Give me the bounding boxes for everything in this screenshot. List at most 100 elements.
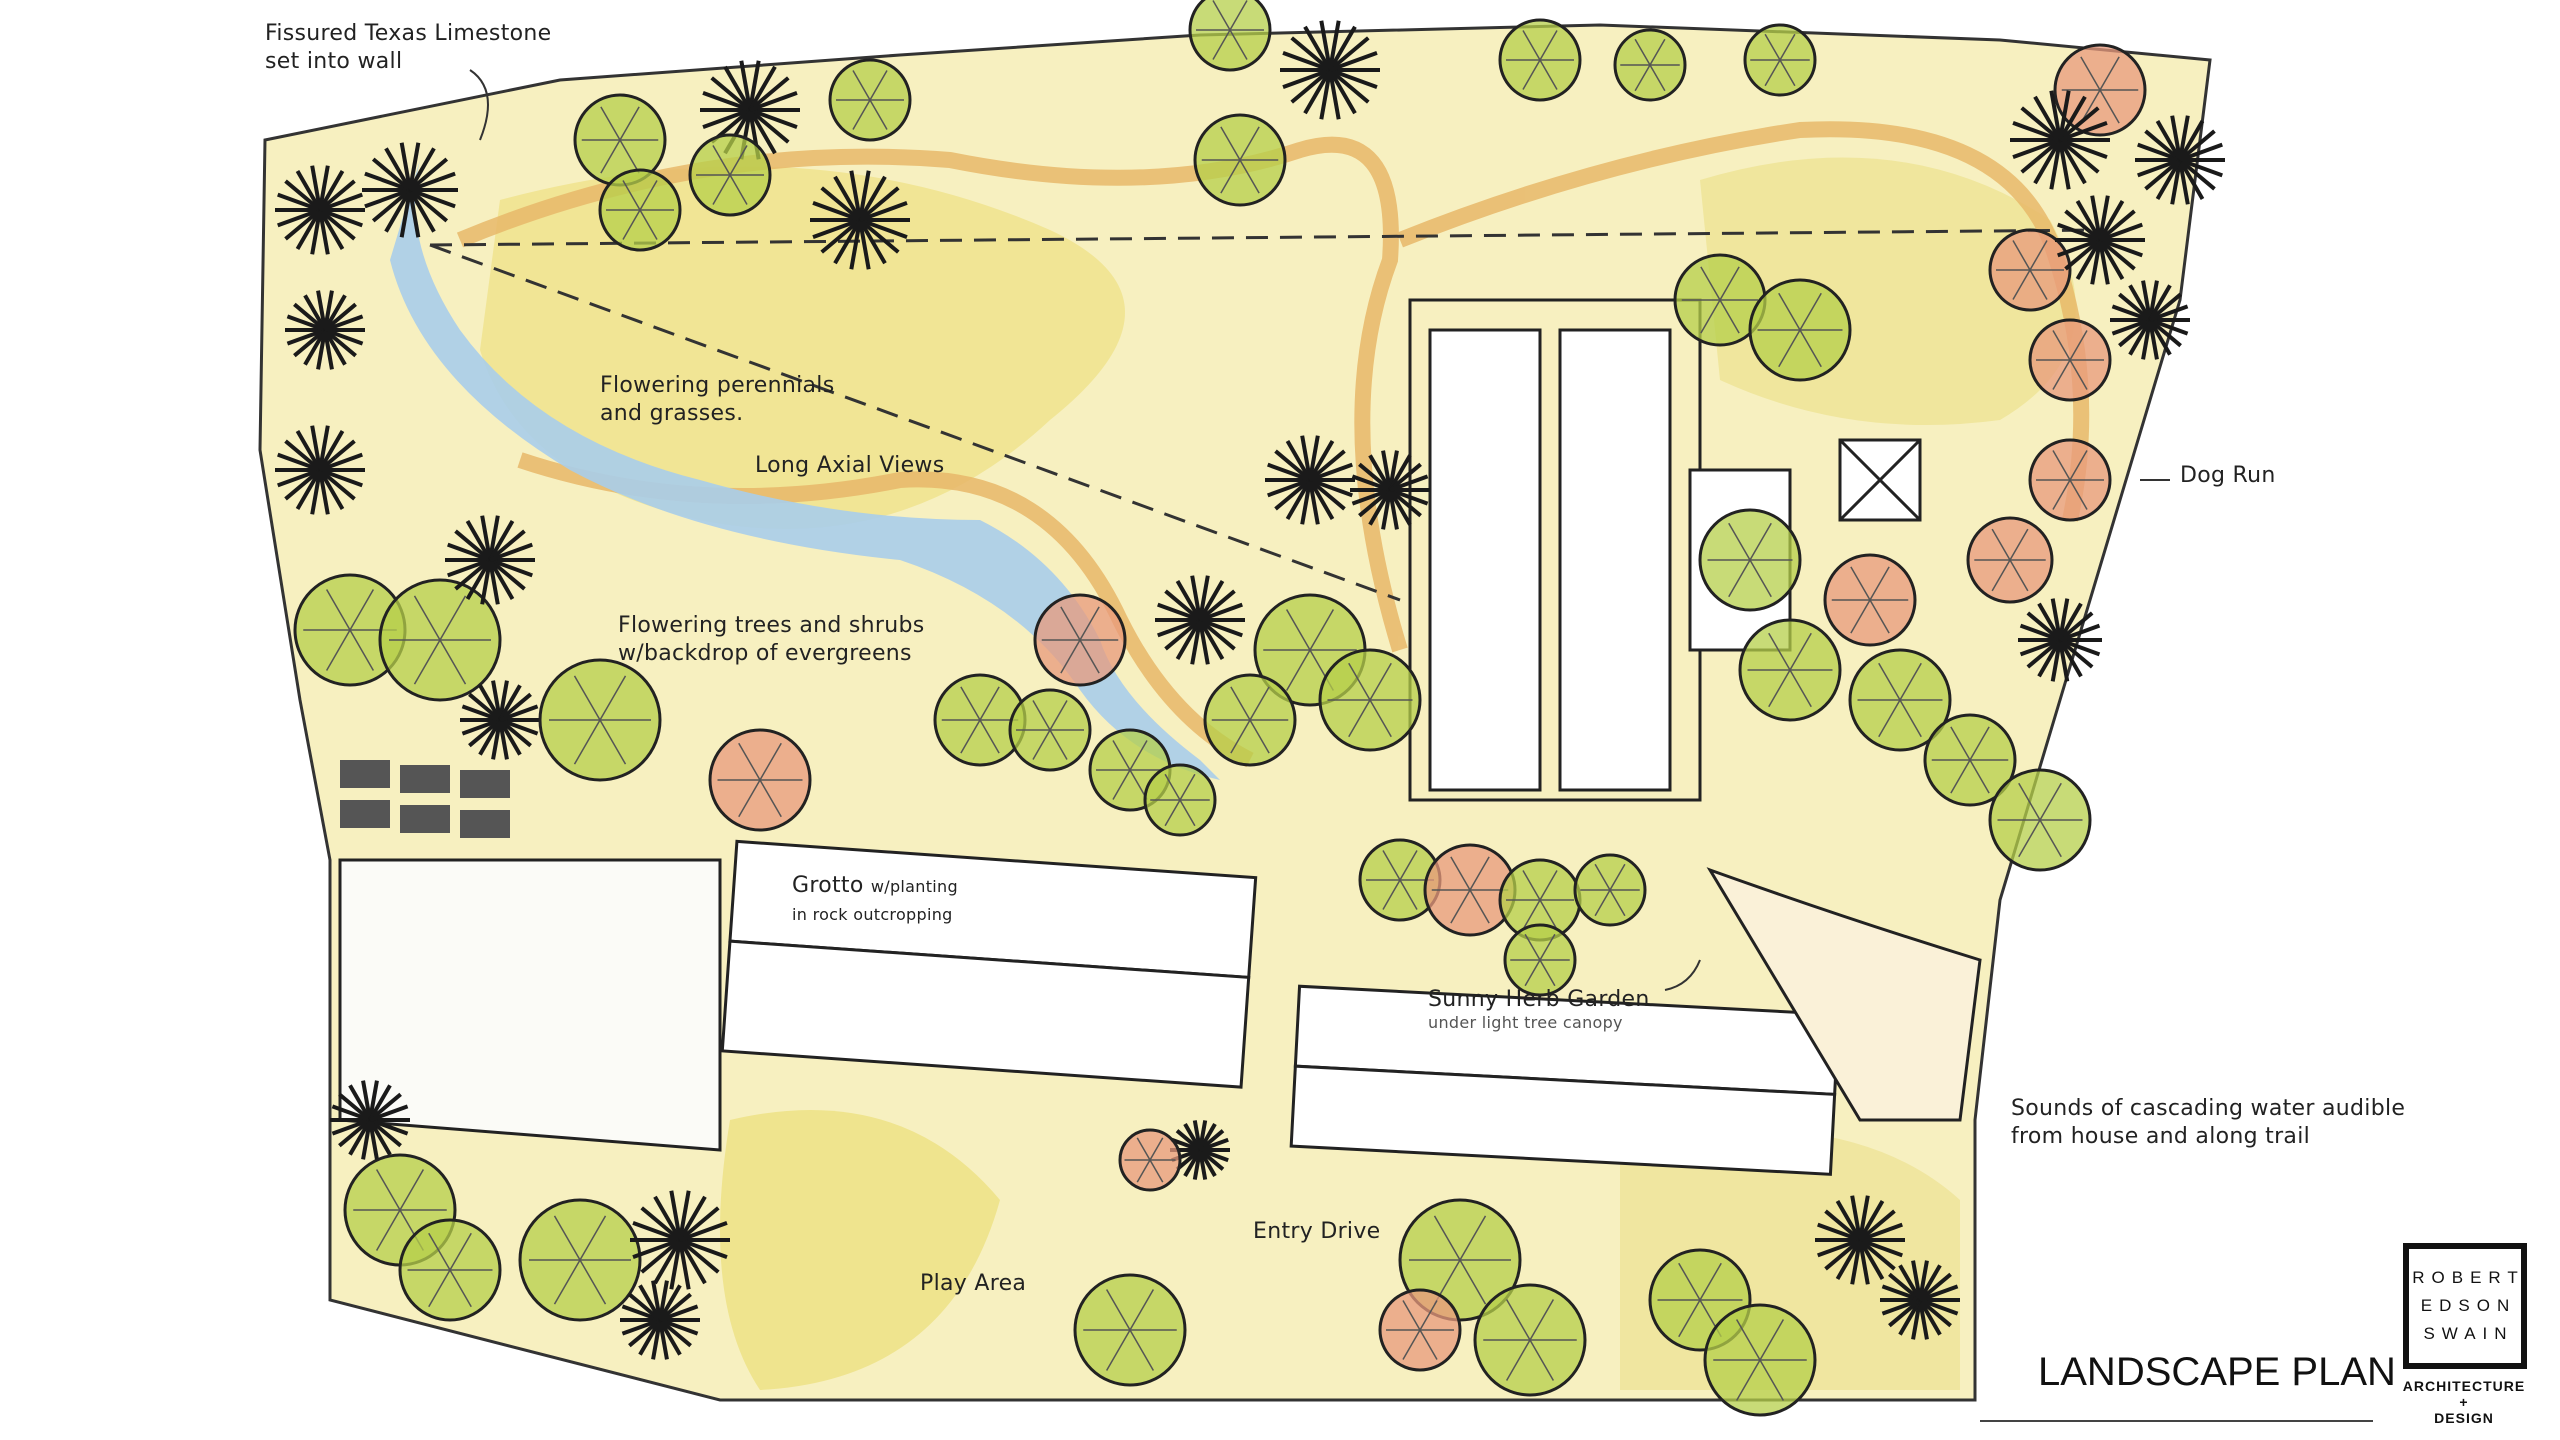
evergreen-tree-icon [2110,280,2190,360]
deciduous-tree-icon [1703,1303,1817,1417]
annotation-perennials: Flowering perennials and grasses. [600,372,834,428]
annotation-line: w/planting [870,877,958,896]
flowering-tree-icon [2028,318,2112,402]
flowering-tree-icon [1378,1288,1462,1372]
title-underline [1980,1420,2373,1422]
drawing-title: LANDSCAPE PLAN [2038,1350,2396,1394]
flowering-tree-icon [1823,553,1917,647]
trees [275,0,2225,1417]
evergreen-tree-icon [1155,575,1245,665]
evergreen-tree-icon [1815,1195,1905,1285]
annotation-line: Sounds of cascading water audible [2011,1096,2406,1121]
annotation-line: Grotto [792,873,864,898]
deciduous-tree-icon [1848,648,1952,752]
deciduous-tree-icon [1188,0,1272,72]
deciduous-tree-icon [688,133,772,217]
deciduous-tree-icon [1358,838,1442,922]
deciduous-tree-icon [598,168,682,252]
deciduous-tree-icon [1743,23,1817,97]
deciduous-tree-icon [573,93,667,187]
evergreen-tree-icon [1880,1260,1960,1340]
deciduous-tree-icon [1143,763,1217,837]
evergreen-tree-icon [460,680,540,760]
deciduous-tree-icon [1923,713,2017,807]
deciduous-tree-icon [1503,923,1577,997]
deciduous-tree-icon [1988,768,2092,872]
deciduous-tree-icon [1573,853,1647,927]
axial-view-line [429,228,2101,602]
annotation-limestone: Fissured Texas Limestone set into wall [265,20,551,76]
annotation-line: Fissured Texas Limestone [265,21,552,46]
logo-line: ROBERT [2412,1268,2525,1287]
logo-line: SWAIN [2423,1324,2514,1343]
evergreen-tree-icon [2018,598,2102,682]
flowering-tree-icon [1033,593,1127,687]
deciduous-tree-icon [1008,688,1092,772]
deciduous-tree-icon [293,573,407,687]
annotation-line: Sunny Herb Garden [1428,987,1650,1012]
logo-line: EDSON [2420,1296,2517,1315]
annotation-dog-run: Dog Run [2180,463,2276,488]
flowering-tree-icon [1423,843,1517,937]
annotation-entry-drive: Entry Drive [1253,1219,1381,1244]
evergreen-tree-icon [2055,195,2145,285]
annotation-line: from house and along trail [2011,1124,2311,1149]
evergreen-tree-icon [2010,90,2110,190]
leader-lines [469,69,2170,991]
annotation-grotto: Grotto w/planting in rock outcropping [792,872,958,929]
evergreen-tree-icon [700,60,800,160]
annotation-line: Flowering perennials [600,373,835,398]
annotation-axial-views: Long Axial Views [755,453,945,478]
deciduous-tree-icon [1203,673,1297,767]
flowering-tree-icon [2028,438,2112,522]
evergreen-tree-icon [445,515,535,605]
evergreen-tree-icon [2135,115,2225,205]
deciduous-tree-icon [828,58,912,142]
evergreen-tree-icon [285,290,365,370]
deciduous-tree-icon [378,578,502,702]
evergreen-tree-icon [810,170,910,270]
deciduous-tree-icon [1073,1273,1187,1387]
deciduous-tree-icon [1318,648,1422,752]
deciduous-tree-icon [1698,508,1802,612]
flowering-tree-icon [708,728,812,832]
logo-sub-line: DESIGN [2434,1410,2494,1426]
logo-sub-line: + [2459,1394,2469,1410]
flowering-tree-icon [1118,1128,1182,1192]
flowering-tree-icon [1988,228,2072,312]
evergreen-tree-icon [275,425,365,515]
flowering-tree-icon [1966,516,2054,604]
paving-grid [340,760,510,838]
deciduous-tree-icon [933,673,1027,767]
annotation-line: under light tree canopy [1428,1013,1623,1032]
evergreen-tree-icon [362,142,458,238]
buildings [338,298,1982,1176]
deciduous-tree-icon [1748,278,1852,382]
annotation-line: and grasses. [600,401,744,426]
logo-sub-line: ARCHITECTURE [2402,1378,2526,1394]
evergreen-tree-icon [1265,435,1355,525]
evergreen-tree-icon [630,1190,730,1290]
annotation-line: set into wall [265,49,403,74]
annotation-play-area: Play Area [920,1271,1027,1296]
deciduous-tree-icon [538,658,662,782]
firm-logo: ROBERT EDSON SWAIN [2403,1243,2527,1369]
deciduous-tree-icon [1473,1283,1587,1397]
annotation-line: in rock outcropping [792,905,953,924]
deciduous-tree-icon [398,1218,502,1322]
evergreen-tree-icon [330,1080,410,1160]
deciduous-tree-icon [1193,113,1287,207]
evergreen-tree-icon [1350,450,1430,530]
annotation-flowering-trees: Flowering trees and shrubs w/backdrop of… [618,612,925,668]
annotation-line: w/backdrop of evergreens [618,641,912,666]
annotation-water: Sounds of cascading water audible from h… [2011,1095,2405,1151]
deciduous-tree-icon [1613,28,1687,102]
deciduous-tree-icon [1498,858,1582,942]
water-stream [390,160,1220,780]
deciduous-tree-icon [518,1198,642,1322]
deciduous-tree-icon [1738,618,1842,722]
firm-subtitle: ARCHITECTURE + DESIGN [2398,1378,2530,1426]
evergreen-tree-icon [1280,20,1380,120]
annotation-line: Flowering trees and shrubs [618,613,925,638]
